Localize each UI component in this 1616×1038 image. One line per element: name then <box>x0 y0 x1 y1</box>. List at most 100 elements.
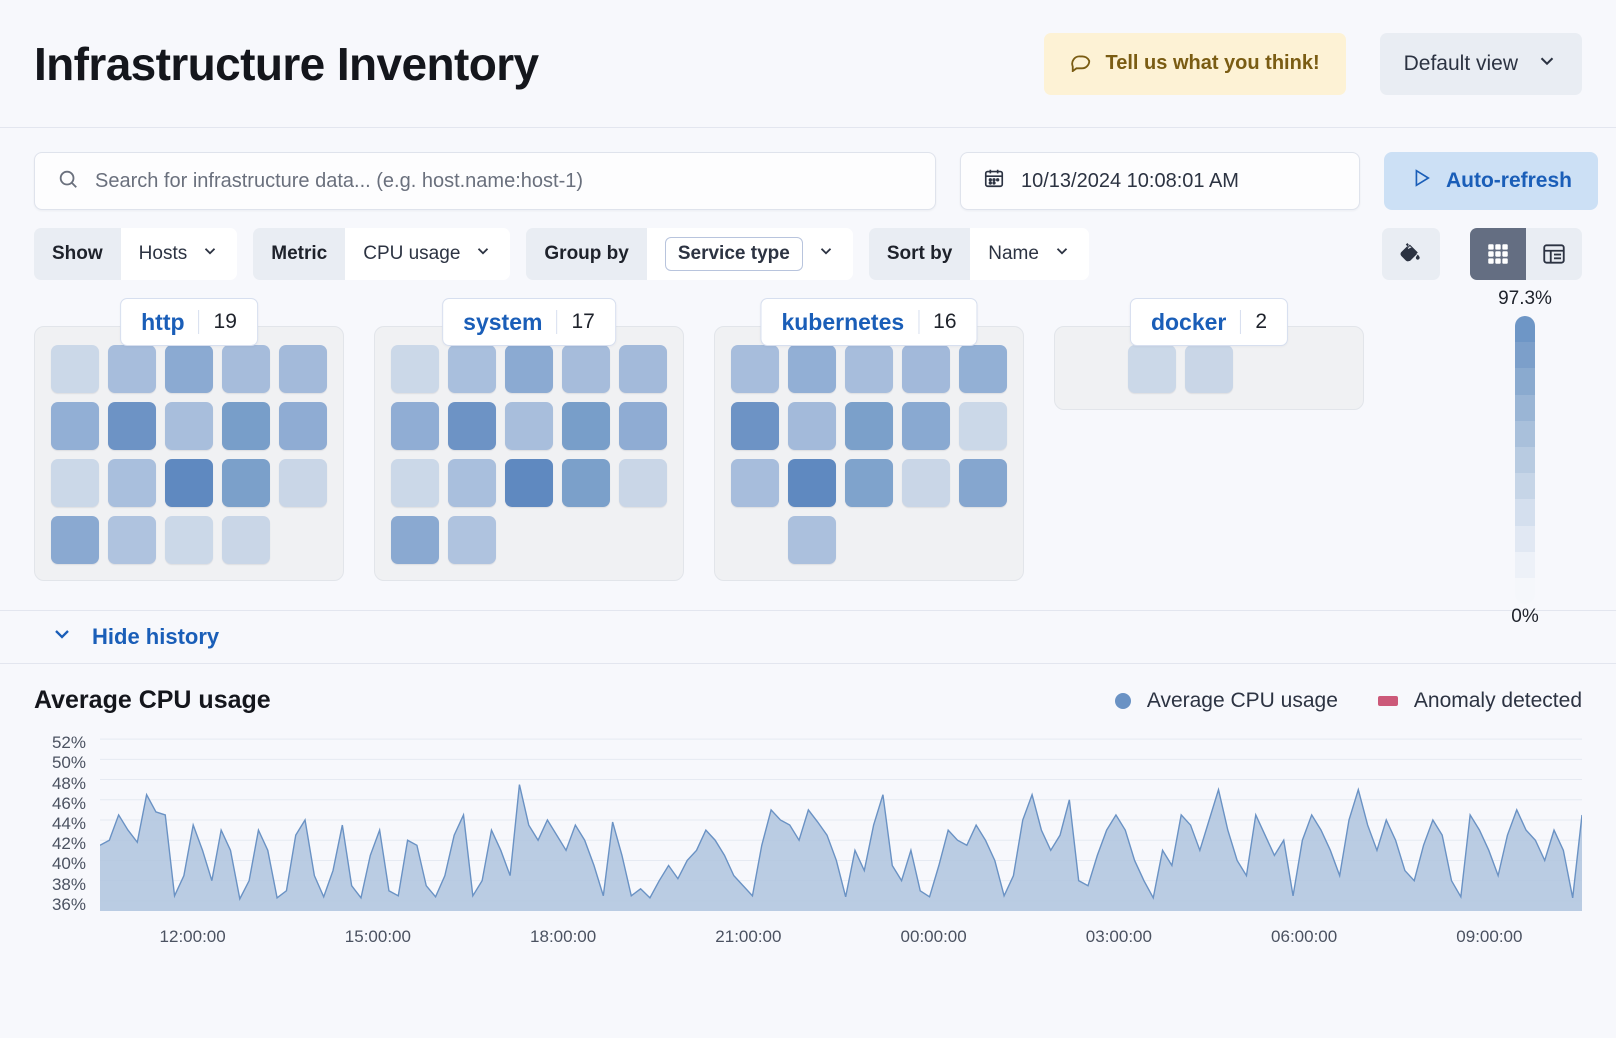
hide-history-toggle[interactable]: Hide history <box>50 622 219 652</box>
group-name: docker <box>1150 308 1227 335</box>
waffle-cell[interactable] <box>222 516 270 564</box>
waffle-cell[interactable] <box>788 402 836 450</box>
y-axis-tick: 38% <box>51 874 86 894</box>
chevron-down-icon <box>817 242 835 266</box>
table-view-icon[interactable] <box>1526 228 1582 280</box>
waffle-cell[interactable] <box>222 345 270 393</box>
waffle-cell[interactable] <box>448 459 496 507</box>
waffle-cell[interactable] <box>51 402 99 450</box>
legend-item-anomaly-detected[interactable]: Anomaly detected <box>1377 689 1582 713</box>
waffle-cell[interactable] <box>108 345 156 393</box>
auto-refresh-button[interactable]: Auto-refresh <box>1383 152 1598 210</box>
filter-show-label: Show <box>34 228 121 280</box>
chart-body: 52%50%48%46%44%42%40%38%36% <box>34 729 1582 915</box>
waffle-cell[interactable] <box>902 345 950 393</box>
waffle-cell[interactable] <box>562 345 610 393</box>
waffle-cell[interactable] <box>51 345 99 393</box>
waffle-cell[interactable] <box>222 402 270 450</box>
waffle-cell[interactable] <box>619 459 667 507</box>
waffle-cell[interactable] <box>562 402 610 450</box>
filter-group-by: Group by Service type <box>526 228 853 280</box>
waffle-cell[interactable] <box>108 459 156 507</box>
waffle-cell[interactable] <box>788 345 836 393</box>
waffle-cell[interactable] <box>731 345 779 393</box>
waffle-cell[interactable] <box>279 459 327 507</box>
waffle-cell[interactable] <box>845 459 893 507</box>
toolbar: Search for infrastructure data... (e.g. … <box>0 128 1616 280</box>
legend-step <box>1515 499 1535 526</box>
legend-max-label: 97.3% <box>1498 288 1552 309</box>
waffle-cell[interactable] <box>108 516 156 564</box>
chart-title: Average CPU usage <box>34 686 271 714</box>
waffle-cell[interactable] <box>788 459 836 507</box>
waffle-cell[interactable] <box>448 345 496 393</box>
search-input[interactable]: Search for infrastructure data... (e.g. … <box>34 152 936 210</box>
filter-group-by-value[interactable]: Service type <box>646 228 853 280</box>
filter-sort-by-value[interactable]: Name <box>970 228 1089 280</box>
x-axis-tick: 18:00:00 <box>530 927 597 946</box>
waffle-cell[interactable] <box>731 459 779 507</box>
filter-row: Show Hosts Metric CPU usage Group by Ser… <box>34 228 1582 280</box>
waffle-cell[interactable] <box>222 459 270 507</box>
date-picker[interactable]: 10/13/2024 10:08:01 AM <box>959 152 1360 210</box>
waffle-cell[interactable] <box>391 459 439 507</box>
waffle-cell[interactable] <box>505 402 553 450</box>
waffle-cell[interactable] <box>959 345 1007 393</box>
waffle-cell[interactable] <box>505 345 553 393</box>
chart-plot-area[interactable] <box>100 729 1582 915</box>
waffle-cell[interactable] <box>165 516 213 564</box>
waffle-cell[interactable] <box>279 402 327 450</box>
waffle-cell[interactable] <box>959 459 1007 507</box>
waffle-cell[interactable] <box>619 402 667 450</box>
waffle-cell[interactable] <box>279 345 327 393</box>
waffle-cell[interactable] <box>391 516 439 564</box>
filter-sort-by-text: Name <box>988 243 1039 264</box>
paint-bucket-icon[interactable] <box>1382 228 1440 280</box>
filter-show-value[interactable]: Hosts <box>120 228 238 280</box>
waffle-cell[interactable] <box>165 459 213 507</box>
waffle-cell[interactable] <box>1128 345 1176 393</box>
chevron-down-icon <box>1536 50 1558 78</box>
search-placeholder: Search for infrastructure data... (e.g. … <box>95 169 584 192</box>
waffle-cell[interactable] <box>108 402 156 450</box>
grid-view-icon[interactable] <box>1470 228 1526 280</box>
app-header: Infrastructure Inventory Tell us what yo… <box>0 0 1616 128</box>
waffle-cell[interactable] <box>391 345 439 393</box>
feedback-button[interactable]: Tell us what you think! <box>1043 32 1346 95</box>
waffle-cell[interactable] <box>731 402 779 450</box>
waffle-cell[interactable] <box>902 459 950 507</box>
waffle-cell[interactable] <box>165 345 213 393</box>
filter-sort-by-label: Sort by <box>868 228 971 280</box>
y-axis-tick: 52% <box>51 733 86 753</box>
waffle-cell[interactable] <box>845 345 893 393</box>
waffle-cell[interactable] <box>51 459 99 507</box>
waffle-cell[interactable] <box>959 402 1007 450</box>
waffle-cell[interactable] <box>448 516 496 564</box>
waffle-cell[interactable] <box>165 402 213 450</box>
waffle-cell[interactable] <box>788 516 836 564</box>
filter-metric-value[interactable]: CPU usage <box>345 228 511 280</box>
waffle-cell[interactable] <box>505 459 553 507</box>
calendar-icon <box>983 167 1005 195</box>
waffle-cell[interactable] <box>845 402 893 450</box>
y-axis-tick: 42% <box>51 834 86 854</box>
waffle-cell[interactable] <box>51 516 99 564</box>
default-view-button[interactable]: Default view <box>1379 32 1582 95</box>
waffle-cell[interactable] <box>1185 345 1233 393</box>
waffle-cell[interactable] <box>619 345 667 393</box>
waffle-cell[interactable] <box>902 402 950 450</box>
play-icon <box>1410 167 1432 195</box>
waffle-cell[interactable] <box>391 402 439 450</box>
filter-metric: Metric CPU usage <box>253 228 511 280</box>
waffle-cell[interactable] <box>448 402 496 450</box>
waffle-cell[interactable] <box>562 459 610 507</box>
group-name: http <box>141 308 185 335</box>
chevron-down-icon <box>474 242 492 266</box>
legend-item-average-cpu-usage[interactable]: Average CPU usage <box>1114 689 1338 713</box>
